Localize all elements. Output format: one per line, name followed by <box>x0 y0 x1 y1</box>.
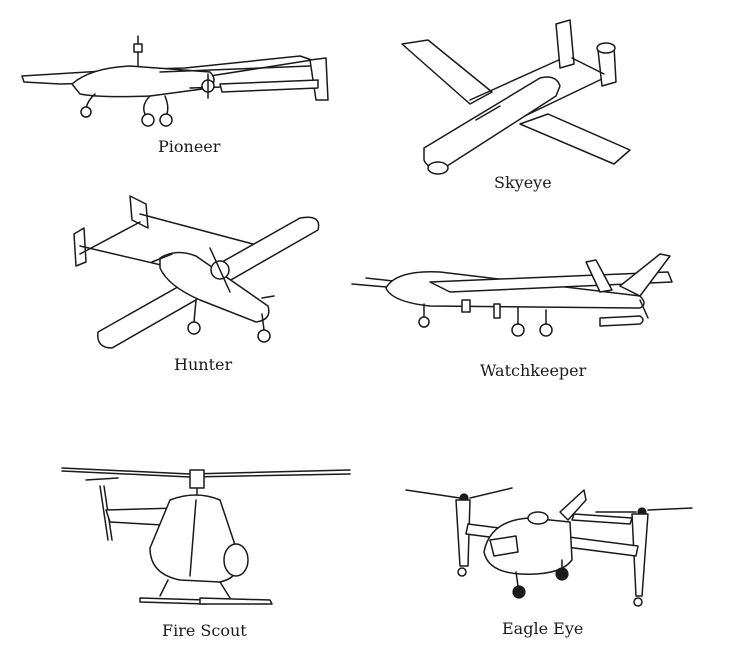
pioneer-label: Pioneer <box>158 137 221 156</box>
eagle-eye-drawing: Eagle Eye <box>405 487 693 638</box>
skyeye-drawing: Skyeye <box>401 19 631 192</box>
skyeye-label: Skyeye <box>494 173 552 192</box>
watchkeeper-label: Watchkeeper <box>480 361 587 380</box>
hunter-label: Hunter <box>174 355 232 374</box>
pioneer-drawing: Pioneer <box>21 35 329 156</box>
fire-scout-drawing: Fire Scout <box>61 467 351 640</box>
eagle-eye-label: Eagle Eye <box>502 619 583 638</box>
hunter-drawing: Hunter <box>73 195 320 374</box>
fire-scout-label: Fire Scout <box>162 621 247 640</box>
watchkeeper-drawing: Watchkeeper <box>351 253 673 380</box>
